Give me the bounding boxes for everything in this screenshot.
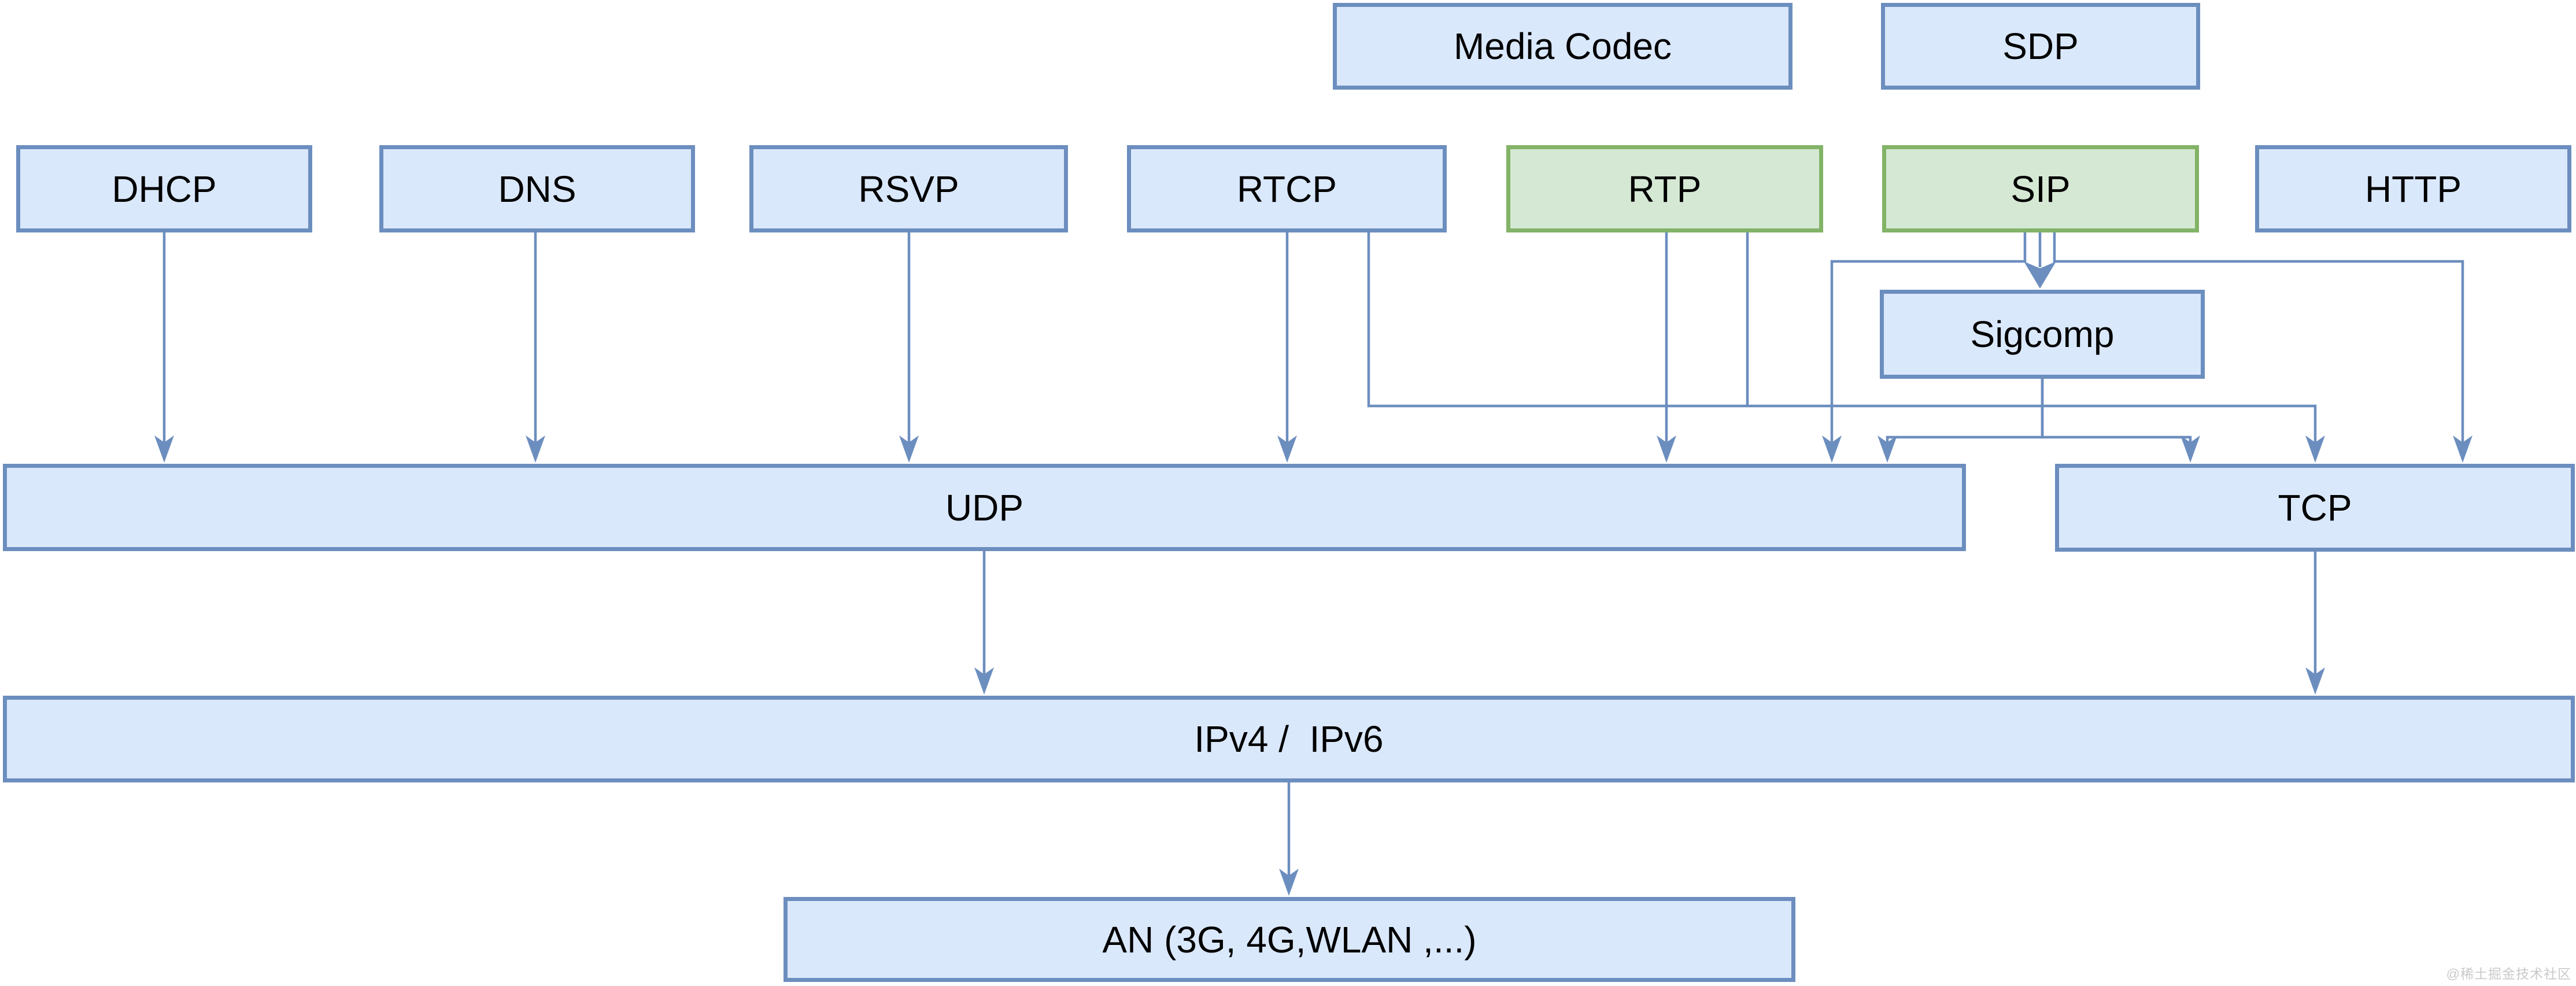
node-http: HTTP [2255, 145, 2571, 232]
node-udp-label: UDP [945, 486, 1024, 529]
node-rtp: RTP [1506, 145, 1823, 232]
edge-sip-tcp [2053, 232, 2472, 463]
edge-sip-udp [1822, 232, 2027, 463]
node-dns: DNS [379, 145, 695, 232]
node-sigcomp: Sigcomp [1880, 290, 2205, 379]
node-media-codec-label: Media Codec [1453, 25, 1672, 67]
watermark: @稀土掘金技术社区 [2446, 966, 2571, 981]
node-http-label: HTTP [2364, 168, 2462, 210]
edge-tcp-ip [2305, 552, 2325, 695]
edge-sip-sigcomp [2024, 232, 2056, 289]
edge-sigcomp-tcp [2041, 379, 2200, 463]
edge-rsvp-udp [899, 232, 919, 463]
node-rsvp: RSVP [749, 145, 1068, 232]
node-dhcp-label: DHCP [112, 168, 217, 210]
node-sigcomp-label: Sigcomp [1970, 313, 2115, 355]
edge-udp-ip [974, 551, 994, 695]
node-tcp: TCP [2055, 464, 2575, 552]
edge-dns-udp [526, 232, 545, 463]
node-ipv4-ipv6: IPv4 / IPv6 [3, 696, 2575, 782]
edge-rtcp-tcp [1367, 232, 2325, 463]
node-rtp-label: RTP [1628, 168, 1702, 210]
node-sdp-label: SDP [2002, 25, 2079, 67]
node-udp: UDP [3, 464, 1966, 551]
edge-dhcp-udp [154, 232, 174, 463]
edge-rtp-udp [1657, 232, 1676, 463]
node-sdp: SDP [1881, 3, 2200, 90]
node-rtcp-label: RTCP [1236, 168, 1337, 210]
node-sip: SIP [1882, 145, 2199, 232]
node-access-network: AN (3G, 4G,WLAN ,...) [783, 897, 1795, 982]
edge-rtcp-udp [1277, 232, 1297, 463]
node-dhcp: DHCP [16, 145, 312, 232]
node-rsvp-label: RSVP [858, 168, 959, 210]
node-sip-label: SIP [2010, 168, 2071, 210]
edge-sigcomp-udp [1878, 379, 2044, 463]
node-media-codec: Media Codec [1333, 3, 1793, 90]
node-rtcp: RTCP [1127, 145, 1447, 232]
edge-ip-an [1279, 782, 1299, 896]
node-tcp-label: TCP [2278, 487, 2352, 529]
node-dns-label: DNS [498, 168, 576, 210]
node-access-network-label: AN (3G, 4G,WLAN ,...) [1102, 918, 1477, 961]
node-ipv4-ipv6-label: IPv4 / IPv6 [1194, 718, 1384, 760]
